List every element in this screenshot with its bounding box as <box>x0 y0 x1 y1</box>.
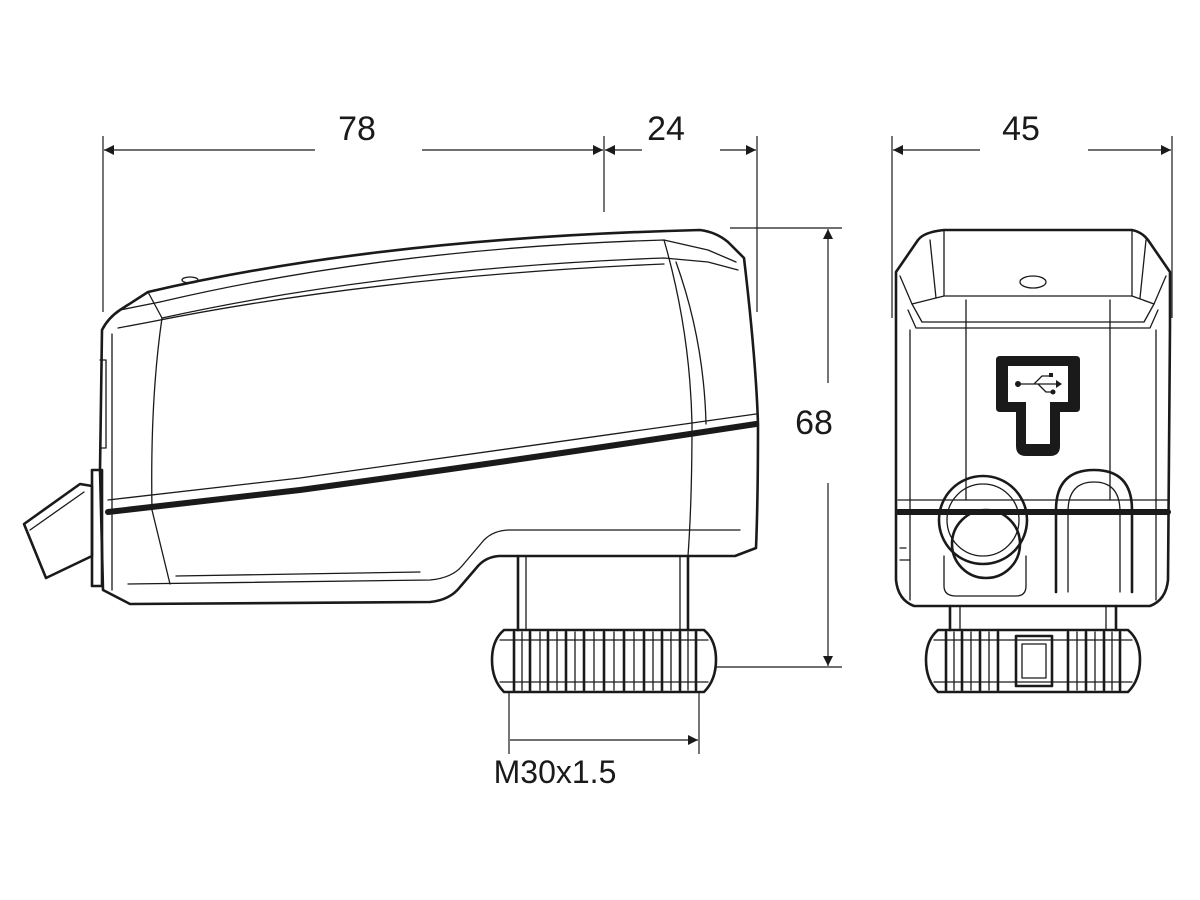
dimension-68-label: 68 <box>795 404 833 442</box>
dimension-24-label: 24 <box>647 110 685 148</box>
usb-icon <box>996 356 1080 456</box>
dimension-45: 45 <box>891 110 1173 318</box>
front-view-neck <box>948 604 1118 632</box>
dimension-24: 24 <box>605 110 758 312</box>
front-view-cable-gland <box>937 474 1029 597</box>
side-view-housing <box>98 228 760 606</box>
dimension-thread: M30x1.5 <box>494 692 700 790</box>
thread-label: M30x1.5 <box>494 754 617 790</box>
side-view-band <box>105 421 759 515</box>
dimension-68: 68 <box>716 227 842 668</box>
dimension-45-label: 45 <box>1002 110 1040 148</box>
dimension-78: 78 <box>102 110 605 312</box>
side-view-neck <box>516 554 690 632</box>
front-view-nut-ribs <box>933 630 1133 692</box>
front-view-housing <box>894 228 1172 608</box>
front-view <box>894 228 1172 694</box>
front-view-top-hole <box>1019 275 1047 289</box>
side-view <box>22 228 760 694</box>
front-view-blind-plug <box>1054 468 1134 594</box>
side-view-nut <box>490 628 718 694</box>
side-view-nut-ribs <box>499 630 709 692</box>
dimension-78-label: 78 <box>338 110 376 148</box>
front-view-nut <box>924 628 1142 694</box>
